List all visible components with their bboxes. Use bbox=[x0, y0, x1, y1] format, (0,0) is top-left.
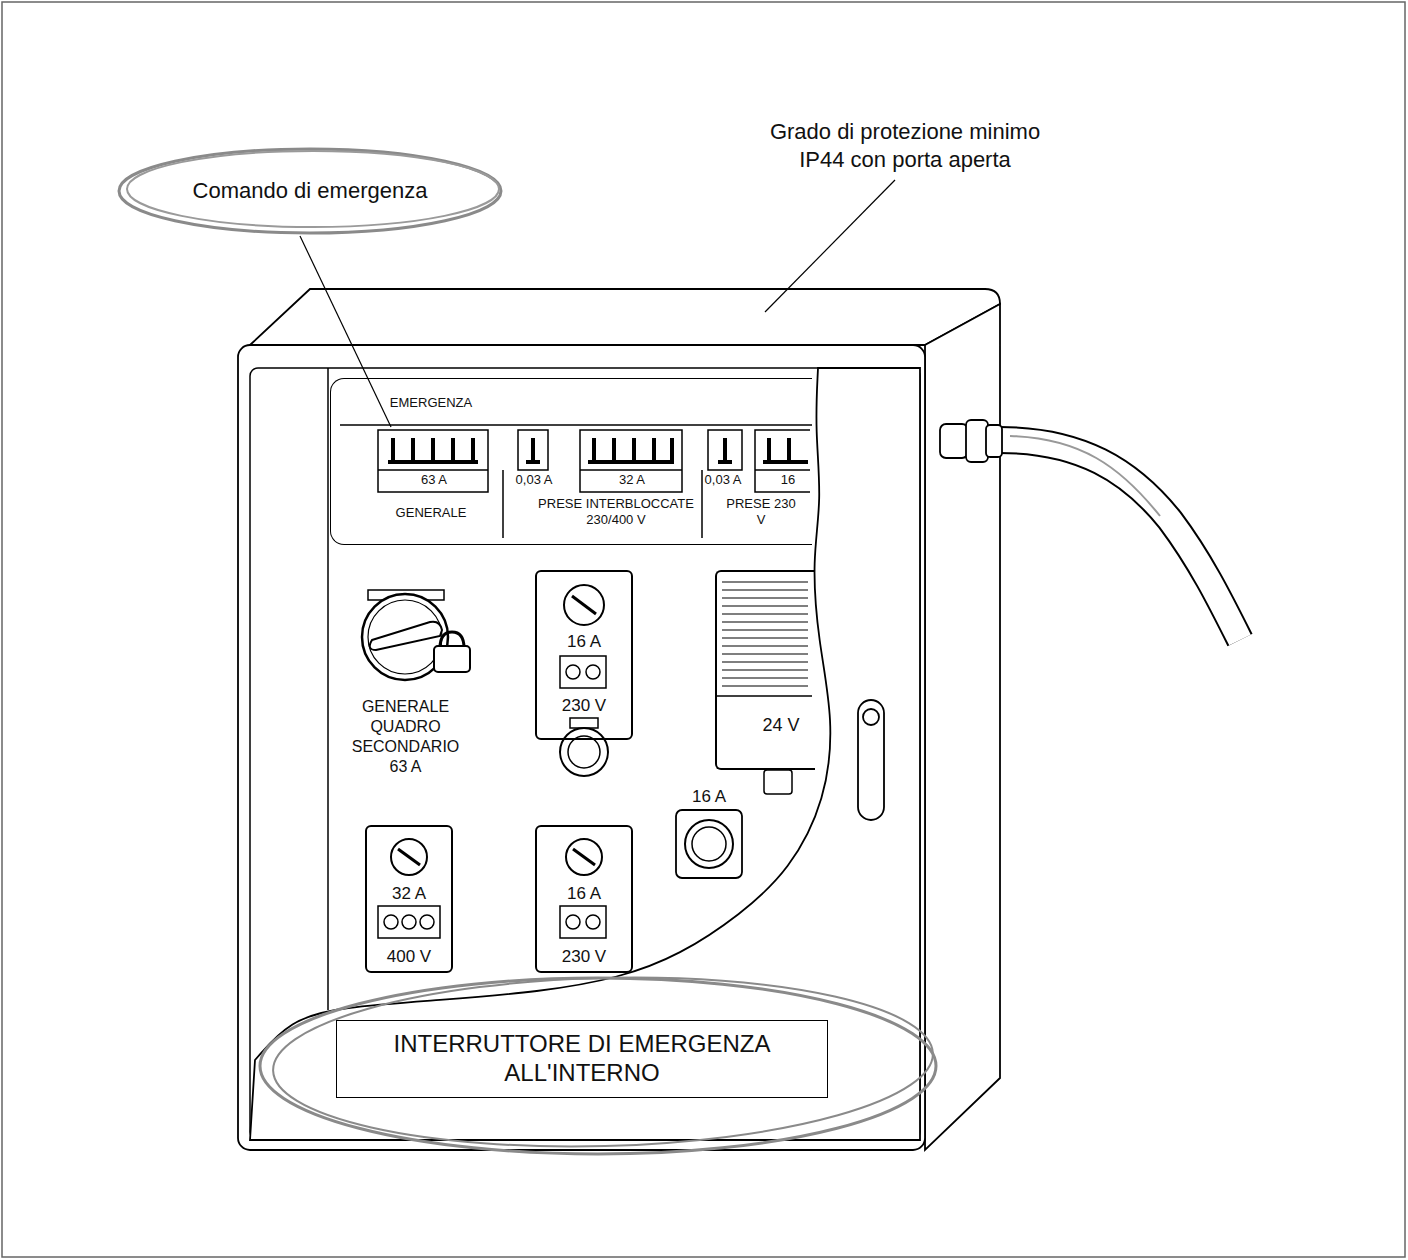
callout-ellipse: Comando di emergenza bbox=[115, 145, 505, 237]
socket-plate: 32 A 400 V bbox=[365, 825, 453, 973]
node-text: 230 V bbox=[537, 696, 631, 716]
rotary-switch bbox=[362, 590, 470, 680]
node-text: INTERRUTTORE DI EMERGENZA ALL'INTERNO bbox=[351, 1030, 813, 1088]
scribble-ellipse bbox=[119, 149, 501, 233]
panel-edge bbox=[327, 368, 329, 1010]
highlight-scribble bbox=[260, 969, 936, 1154]
node-text: PRESE 230 V bbox=[726, 496, 796, 527]
scribble-ellipse bbox=[127, 151, 499, 227]
node-text: 16 A bbox=[537, 632, 631, 652]
socket-plate: 16 A 230 V bbox=[535, 825, 633, 973]
socket-rating: 16 A bbox=[670, 786, 748, 807]
leader-line bbox=[300, 236, 391, 427]
node-text: GENERALE bbox=[371, 505, 491, 521]
node-text: 63 A bbox=[379, 472, 489, 488]
cable-gland bbox=[940, 420, 1240, 640]
breaker-strip: EMERGENZA 63 A 0,03 A 32 A 0,03 A 16GENERALE P… bbox=[330, 378, 812, 545]
socket-24v: 24 V bbox=[715, 570, 815, 770]
socket-plate: 16 A 230 V bbox=[535, 570, 633, 740]
node-text: 0,03 A bbox=[693, 472, 753, 488]
node-text: 24 V bbox=[747, 715, 815, 737]
node-text: 400 V bbox=[367, 947, 451, 967]
node-text: 16 A bbox=[537, 884, 631, 904]
node-text: Comando di emergenza bbox=[193, 178, 428, 204]
door bbox=[250, 368, 920, 1140]
node-text: 16 bbox=[774, 472, 802, 488]
node-text: 32 A bbox=[367, 884, 451, 904]
node-text: EMERGENZA bbox=[371, 395, 491, 411]
node-text: 230 V bbox=[537, 947, 631, 967]
socket-details bbox=[378, 582, 812, 938]
node-text: PRESE INTERBLOCCATE 230/400 V bbox=[527, 496, 705, 527]
node-text: 0,03 A bbox=[504, 472, 564, 488]
callout-text: Grado di protezione minimo IP44 con port… bbox=[755, 118, 1055, 173]
switch-label: GENERALE QUADRO SECONDARIO 63 A bbox=[343, 697, 468, 777]
warning-label: INTERRUTTORE DI EMERGENZA ALL'INTERNO bbox=[336, 1020, 828, 1098]
cabinet-top bbox=[250, 289, 1000, 345]
cabinet-frame bbox=[250, 368, 920, 1140]
node-text: 32 A bbox=[582, 472, 682, 488]
leader-line bbox=[765, 180, 895, 312]
door-handle bbox=[858, 700, 884, 820]
cabinet-front bbox=[238, 345, 925, 1150]
breaker-modules bbox=[340, 425, 812, 538]
